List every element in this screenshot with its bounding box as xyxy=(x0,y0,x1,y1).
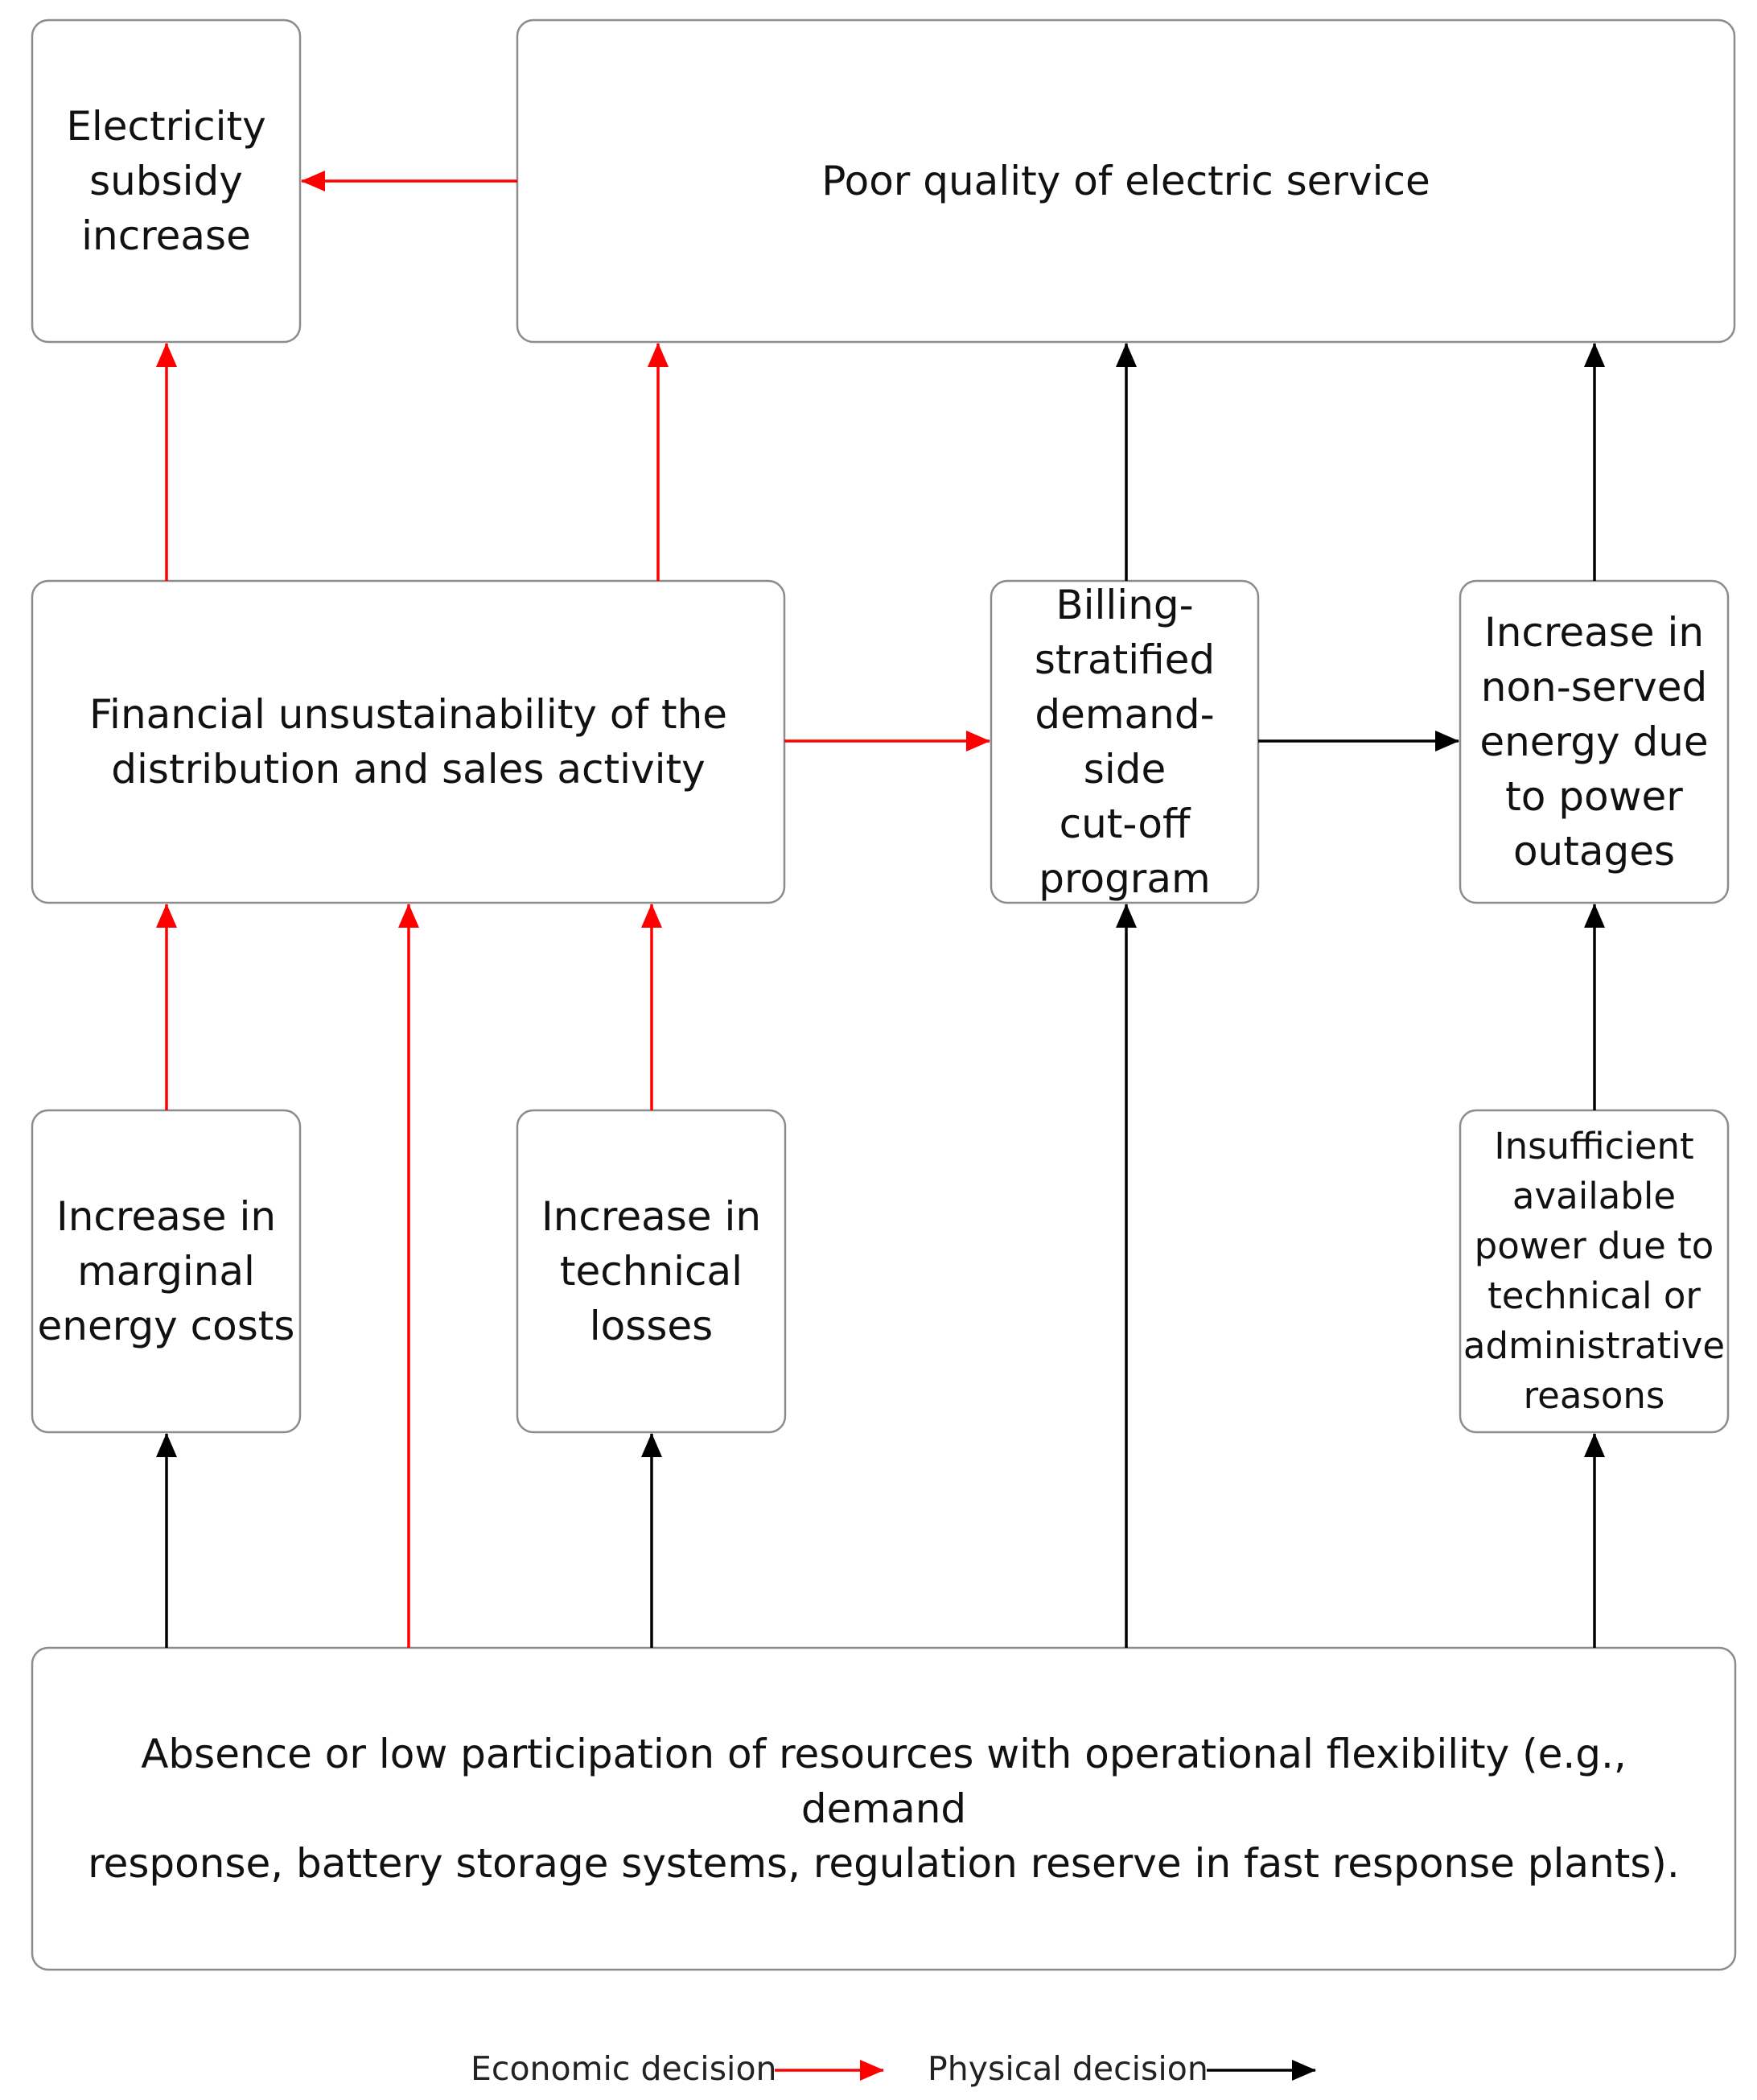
node-non-served-label: Increase in non-served energy due to pow… xyxy=(1479,609,1709,875)
node-poor-quality-label: Poor quality of electric service xyxy=(821,158,1430,204)
node-technical-losses-label: Increase in technical losses xyxy=(541,1193,762,1349)
node-subsidy-box xyxy=(31,19,302,344)
node-billing-label: Billing- stratified demand-side cut-off … xyxy=(1034,582,1216,902)
node-absence-label: Absence or low participation of resource… xyxy=(88,1731,1680,1887)
legend-economic-label: Economic decision xyxy=(471,2049,777,2088)
node-financial-label: Financial unsustainability of the distri… xyxy=(88,691,728,793)
node-subsidy-label: Electricity subsidy increase xyxy=(66,103,266,259)
legend-physical-label: Physical decision xyxy=(928,2049,1208,2088)
node-marginal-label: Increase in marginal energy costs xyxy=(37,1193,295,1349)
node-absence-box xyxy=(31,1646,1737,1971)
node-insufficient-label: Insufficient available power due to tech… xyxy=(1463,1125,1726,1417)
